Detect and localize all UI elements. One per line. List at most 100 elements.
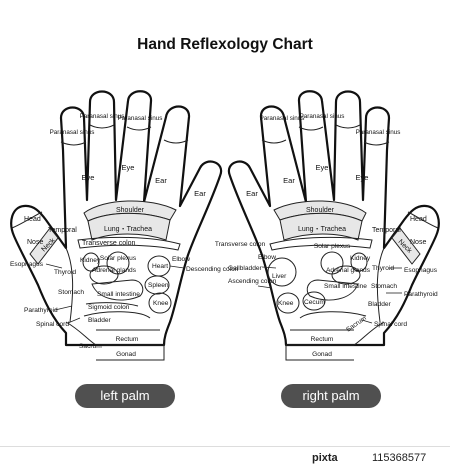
left-ring-tip-line xyxy=(126,126,152,131)
right-adrenal-outline xyxy=(331,265,361,285)
right-neck-stripe xyxy=(391,227,421,265)
right-lung-label: Lung・Trachea xyxy=(298,226,346,233)
left-eye-index-label: Eye xyxy=(82,173,95,182)
left-sigmoid-colon-label: Sigmoid colon xyxy=(88,304,130,311)
left-bladder-outline xyxy=(83,311,151,319)
right-paranasal-2-label: Paranasal sinus xyxy=(300,113,345,120)
left-sigmoid-outline xyxy=(85,302,139,307)
right-gonad-label: Gonad xyxy=(312,351,332,358)
right-index-tip-line xyxy=(363,141,390,146)
right-nose-label: Nose xyxy=(410,239,426,246)
right-hand: Paranasal sinus Paranasal sinus Paranasa… xyxy=(215,90,440,361)
right-gallbladder-label: Gallbladder xyxy=(228,265,263,272)
right-little-tip-line xyxy=(261,139,287,144)
left-sacrum-line xyxy=(65,321,97,346)
left-index-tip-line xyxy=(60,141,87,146)
right-transverse-colon-outline xyxy=(269,236,373,251)
right-knee-label: Knee xyxy=(278,300,294,307)
left-solar-plexus-label: Solar plexus xyxy=(100,255,137,262)
left-heart-label: Heart xyxy=(152,263,168,270)
right-ear-ring-label: Ear xyxy=(283,176,295,185)
left-lung-zone xyxy=(87,212,171,241)
left-head-label: Head xyxy=(24,216,41,223)
left-lung-label: Lung・Trachea xyxy=(104,226,152,233)
right-thyroid-label: Thyroid xyxy=(372,265,394,272)
left-bladder-label: Bladder xyxy=(88,317,112,324)
right-small-intestine-outline xyxy=(306,279,359,301)
right-paranasal-3-label: Paranasal sinus xyxy=(260,115,305,122)
left-thumb-inner-line xyxy=(65,247,74,323)
right-paranasal-1-label: Paranasal sinus xyxy=(356,129,401,136)
right-knee-outline xyxy=(276,292,300,314)
right-bladder-label: Bladder xyxy=(368,301,392,308)
left-thyroid-label: Thyroid xyxy=(54,269,76,276)
left-gonad-label: Gonad xyxy=(116,351,136,358)
left-small-intestine-label: Small intestine xyxy=(97,291,140,298)
right-kidney-label: Kidney xyxy=(350,255,371,262)
credit-brand: pixta xyxy=(312,452,338,464)
right-head-label: Head xyxy=(410,216,427,223)
right-lung-zone xyxy=(279,212,363,241)
left-middle-tip-line xyxy=(89,124,115,129)
left-nose-label: Nose xyxy=(27,239,43,246)
right-eye-middle-label: Eye xyxy=(316,163,329,172)
left-palm-badge: left palm xyxy=(75,384,175,408)
left-transverse-colon-label: Transverse colon xyxy=(82,240,136,247)
right-transverse-colon-label: Transverse colon xyxy=(215,241,266,248)
right-thumb-tip-line xyxy=(407,211,439,229)
left-stomach-label: Stomach xyxy=(58,289,84,296)
right-middle-tip-line xyxy=(335,124,361,129)
left-sacrum-label: Sacrum xyxy=(79,343,102,350)
right-shoulder-label: Shoulder xyxy=(306,207,335,214)
right-rectum-label: Rectum xyxy=(311,336,334,343)
credit-id: 115368577 xyxy=(372,452,427,464)
left-paranasal-2-label: Paranasal sinus xyxy=(80,113,125,120)
right-wrist-bar xyxy=(285,344,354,361)
left-spleen-outline xyxy=(144,275,170,295)
right-small-intestine-label: Small intestine xyxy=(324,283,367,290)
left-ear-ring-label: Ear xyxy=(155,176,167,185)
right-liver-outline xyxy=(267,257,297,287)
right-ring-tip-line xyxy=(298,126,324,131)
right-cecum-label: Cecum xyxy=(304,299,325,306)
credit-bar: pixta 115368577 xyxy=(0,446,450,469)
right-bladder-outline xyxy=(299,311,367,319)
left-knee-label: Knee xyxy=(153,300,169,307)
right-ear-little-label: Ear xyxy=(246,189,258,198)
left-small-intestine-outline xyxy=(91,279,144,301)
right-stomach-label: Stomach xyxy=(371,283,397,290)
left-adrenal-outline xyxy=(89,265,119,285)
left-descending-colon-label: Descending colon xyxy=(186,266,239,273)
left-knee-outline xyxy=(148,292,172,314)
left-eye-middle-label: Eye xyxy=(122,163,135,172)
right-temporal-label: Temporal xyxy=(372,227,401,234)
left-paranasal-1-label: Paranasal sinus xyxy=(50,129,95,136)
right-solar-plexus-label: Solar plexus xyxy=(314,243,351,250)
left-hand: Paranasal sinus Paranasal sinus Paranasa… xyxy=(10,90,239,361)
right-eye-index-label: Eye xyxy=(356,173,369,182)
left-ear-little-label: Ear xyxy=(194,189,206,198)
left-temporal-label: Temporal xyxy=(48,227,77,234)
left-adrenal-label: Adrenal glands xyxy=(92,267,137,274)
right-parathyroid-label: Parathyroid xyxy=(404,291,438,298)
left-shoulder-label: Shoulder xyxy=(116,207,145,214)
left-elbow-label: Elbow xyxy=(172,256,190,263)
right-liver-label: Liver xyxy=(272,273,287,280)
left-paranasal-3-label: Paranasal sinus xyxy=(118,115,163,122)
right-elbow-label: Elbow xyxy=(258,254,276,261)
right-sacrum-line xyxy=(353,321,385,346)
left-spleen-label: Spleen xyxy=(148,282,169,289)
right-spinal-cord-label: Spinal cord xyxy=(374,321,407,328)
left-neck-stripe xyxy=(29,227,59,265)
left-little-tip-line xyxy=(163,139,189,144)
left-kidney-label: Kidney xyxy=(80,257,101,264)
left-parathyroid-label: Parathyroid xyxy=(24,307,58,314)
right-esophagus-label: Esophagus xyxy=(404,267,438,274)
left-thumb-tip-line xyxy=(11,211,43,229)
right-adrenal-label: Adrenal glands xyxy=(326,267,371,274)
chart-title: Hand Reflexology Chart xyxy=(137,36,313,53)
left-transverse-colon-outline xyxy=(77,236,181,251)
left-wrist-bar xyxy=(96,344,165,361)
left-esophagus-label: Esophagus xyxy=(10,261,44,268)
